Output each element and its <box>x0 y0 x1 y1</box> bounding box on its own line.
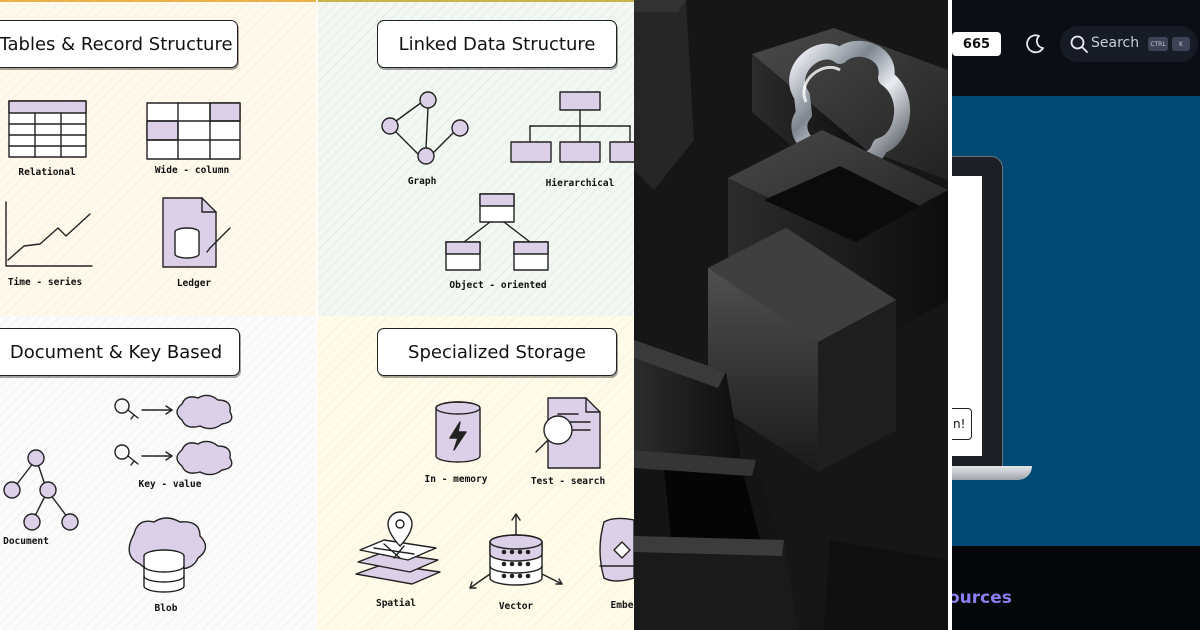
quadrant-title: Document & Key Based <box>0 328 240 376</box>
label-document: Document <box>3 536 49 547</box>
label-hierarchical: Hierarchical <box>545 178 615 189</box>
panel-divider <box>948 0 952 630</box>
quadrant-specialized-storage: Specialized Storage In - memory Test - s… <box>318 316 634 630</box>
database-types-sketch: Tables & Record Structure Relational Wid… <box>0 0 634 630</box>
label-wide-column: Wide - column <box>154 165 230 176</box>
laptop-base <box>952 466 1032 480</box>
label-text-search: Test - search <box>530 476 606 487</box>
website-fragment: 665 Search CTRL K n! ources <box>952 0 1200 630</box>
graph-nodes-icon <box>381 91 469 165</box>
line-chart-icon <box>5 201 93 267</box>
kbd-ctrl: CTRL <box>1148 37 1168 51</box>
label-relational: Relational <box>18 167 76 178</box>
moon-icon[interactable] <box>1024 33 1046 55</box>
label-graph: Graph <box>407 176 437 187</box>
label-embedding: Embe <box>610 600 634 611</box>
document-tree-icon <box>3 449 79 531</box>
search-placeholder: Search <box>1091 35 1140 51</box>
screen-cta-button[interactable]: n! <box>952 408 972 440</box>
label-time-series: Time - series <box>7 277 83 288</box>
3d-chain-render <box>634 0 948 630</box>
wide-column-grid-icon <box>146 102 241 160</box>
star-count-badge[interactable]: 665 <box>952 32 1001 56</box>
quadrant-title: Linked Data Structure <box>377 20 617 68</box>
label-key-value: Key - value <box>138 479 202 490</box>
label-ledger: Ledger <box>176 278 212 289</box>
label-spatial: Spatial <box>375 598 417 609</box>
table-grid-icon <box>8 100 87 158</box>
label-in-memory: In - memory <box>424 474 488 485</box>
label-object-oriented: Object - oriented <box>449 280 547 291</box>
site-footer <box>952 546 1200 630</box>
site-header: 665 Search CTRL K <box>952 0 1200 96</box>
label-vector: Vector <box>498 601 534 612</box>
map-pin-layers-icon <box>355 511 441 585</box>
search-icon <box>1070 35 1088 53</box>
quadrant-tables-records: Tables & Record Structure Relational Wid… <box>0 0 316 316</box>
org-chart-icon <box>510 91 634 163</box>
search-document-icon <box>535 397 601 469</box>
quadrant-linked-data: Linked Data Structure Graph Hierarchical <box>318 0 634 316</box>
embedding-cube-icon <box>599 517 634 582</box>
blob-cloud-database-icon <box>128 517 207 593</box>
resources-link[interactable]: ources <box>952 588 1012 608</box>
label-blob: Blob <box>154 603 178 614</box>
3d-chain-blocks-icon <box>634 0 948 630</box>
kbd-k: K <box>1172 37 1190 51</box>
ledger-document-icon <box>162 197 231 268</box>
quadrant-title: Tables & Record Structure <box>0 20 238 68</box>
quadrant-document-key: Document & Key Based Key - value Documen… <box>0 316 316 630</box>
quadrant-title: Specialized Storage <box>377 328 617 376</box>
search-input[interactable]: Search CTRL K <box>1060 26 1198 62</box>
key-cloud-icon <box>114 394 233 476</box>
server-stack-icon <box>469 513 563 589</box>
lightning-database-icon <box>435 401 481 463</box>
object-tree-icon <box>445 193 549 271</box>
